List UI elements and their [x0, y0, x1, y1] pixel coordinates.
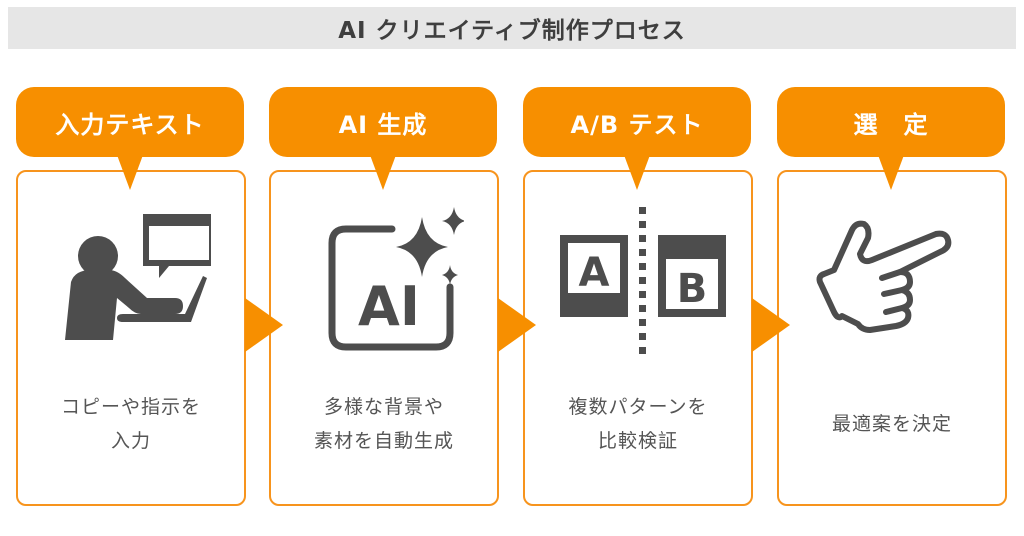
b-text: B: [677, 266, 708, 312]
step-label-pill: AI 生成: [269, 87, 497, 157]
step-ai-generate: AI 生成 AI 多様な背景や 素材を自動生成: [269, 87, 499, 507]
step-label-pill: 選 定: [777, 87, 1005, 157]
step-select: 選 定 最適案を決定: [777, 87, 1007, 507]
step-description: 最適案を決定: [779, 384, 1005, 464]
pointer-triangle: [624, 155, 650, 190]
a-text: A: [579, 250, 610, 296]
page-title: AI クリエイティブ制作プロセス: [338, 18, 686, 44]
step-description: 複数パターンを 比較検証: [525, 384, 751, 464]
pointer-triangle: [370, 155, 396, 190]
step-input-text: 入力テキスト コピーや指示を 入力: [16, 87, 246, 507]
step-label: AI 生成: [338, 110, 428, 139]
step-label-pill: A/B テスト: [523, 87, 751, 157]
pointing-hand-icon: [816, 220, 952, 333]
person-laptop-speech-icon: [65, 214, 211, 340]
ai-sparkle-icon: AI: [328, 207, 464, 351]
title-bar: AI クリエイティブ制作プロセス: [8, 7, 1016, 49]
ab-test-icon: A B: [560, 207, 726, 354]
desc-line: 素材を自動生成: [313, 430, 454, 452]
step-card: AI 多様な背景や 素材を自動生成: [269, 170, 499, 506]
pointer-triangle: [878, 155, 904, 190]
step-card: 最適案を決定: [777, 170, 1007, 506]
step-label: 入力テキスト: [55, 110, 205, 139]
flow-arrow: [752, 298, 790, 352]
divider-dots: [639, 207, 646, 354]
desc-line: 多様な背景や: [323, 396, 444, 418]
step-card: コピーや指示を 入力: [16, 170, 246, 506]
step-label: 選 定: [853, 110, 929, 139]
desc-line: コピーや指示を: [60, 396, 201, 418]
step-card: A B 複数パターンを 比較検証: [523, 170, 753, 506]
desc-line: 最適案を決定: [831, 413, 952, 435]
pointer-triangle: [117, 155, 143, 190]
desc-line: 入力: [110, 430, 151, 452]
step-description: 多様な背景や 素材を自動生成: [271, 384, 497, 464]
flow-arrow: [498, 298, 536, 352]
ai-text: AI: [358, 275, 420, 338]
step-description: コピーや指示を 入力: [18, 384, 244, 464]
step-label-pill: 入力テキスト: [16, 87, 244, 157]
step-label: A/B テスト: [570, 110, 704, 139]
flow-arrow: [245, 298, 283, 352]
step-ab-test: A/B テスト A B 複数パターンを: [523, 87, 753, 507]
desc-line: 複数パターンを: [568, 396, 708, 418]
desc-line: 比較検証: [597, 430, 678, 452]
